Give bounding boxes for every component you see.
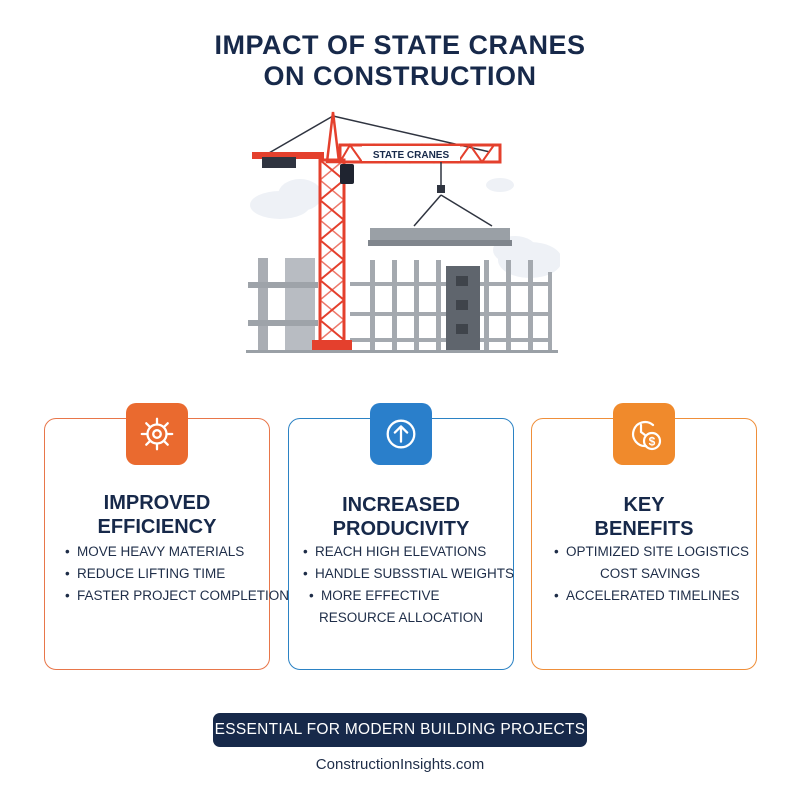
crane-jib-label: STATE CRANES (373, 150, 450, 161)
gear-icon (140, 417, 174, 451)
list-item: •ACCELERATED TIMELINES (554, 588, 740, 603)
card-bullet-list: •OPTIMIZED SITE LOGISTICS COST SAVINGS •… (532, 541, 756, 607)
list-item: •HANDLE SUBSSTIAL WEIGHTS (303, 566, 515, 581)
card-icon-badge (126, 403, 188, 465)
list-item: RESOURCE ALLOCATION (319, 610, 484, 625)
card-icon-badge: $ (613, 403, 675, 465)
card-key-benefits: $ KEY BENEFITS •OPTIMIZED SITE LOGISTICS… (531, 403, 757, 670)
list-item: •MOVE HEAVY MATERIALS (65, 544, 245, 559)
card-improved-efficiency: IMPROVED EFFICIENCY •MOVE HEAVY MATERIAL… (44, 403, 290, 670)
svg-text:$: $ (649, 435, 656, 449)
page-title-line2: ON CONSTRUCTION (263, 61, 537, 91)
card-title-line2: BENEFITS (594, 518, 694, 540)
card-increased-productivity: INCREASED PRODUCIVITY •REACH HIGH ELEVAT… (288, 403, 515, 670)
list-item: •OPTIMIZED SITE LOGISTICS (554, 544, 750, 559)
card-title-line1: IMPROVED (103, 492, 211, 514)
tower-crane (252, 111, 502, 352)
list-item: •FASTER PROJECT COMPLETION (65, 588, 290, 603)
card-icon-badge (370, 403, 432, 465)
building-frame (350, 228, 552, 352)
list-item: •REACH HIGH ELEVATIONS (303, 544, 487, 559)
website-link[interactable]: ConstructionInsights.com (315, 756, 485, 773)
card-title-line1: KEY (623, 494, 665, 516)
card-bullet-list: •MOVE HEAVY MATERIALS •REDUCE LIFTING TI… (45, 541, 290, 607)
ground-line (246, 350, 558, 353)
list-item: •MORE EFFECTIVE (309, 588, 440, 603)
clock-dollar-icon: $ (632, 420, 662, 451)
list-item: •REDUCE LIFTING TIME (65, 566, 226, 581)
arrow-up-icon (386, 419, 416, 449)
crane-illustration: STATE CRANES (246, 111, 560, 353)
card-title-line2: PRODUCIVITY (332, 518, 470, 540)
footer-tagline-text: ESSENTIAL FOR MODERN BUILDING PROJECTS (214, 721, 586, 738)
card-title-line1: INCREASED (342, 494, 460, 516)
page-title-line1: IMPACT OF STATE CRANES (214, 30, 586, 60)
left-building (248, 258, 318, 350)
footer-tagline-banner: ESSENTIAL FOR MODERN BUILDING PROJECTS (213, 713, 587, 747)
list-item: COST SAVINGS (600, 566, 701, 581)
card-title-line2: EFFICIENCY (97, 516, 217, 538)
card-bullet-list: •REACH HIGH ELEVATIONS •HANDLE SUBSSTIAL… (289, 541, 515, 629)
